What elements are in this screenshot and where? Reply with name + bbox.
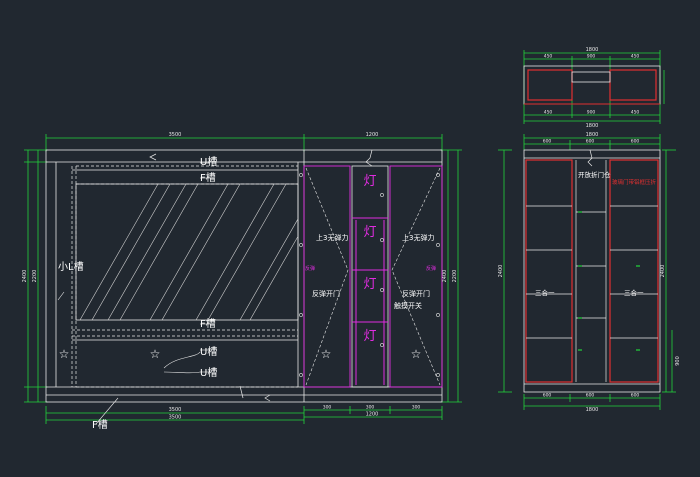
front-view-dashed-lines <box>71 165 298 388</box>
star-markers: ☆ ☆ ☆ ☆ <box>59 347 422 361</box>
hinge-dots <box>299 173 440 377</box>
lamp-label: 灯 <box>363 225 376 240</box>
rebound-right-label: 反弹开门 <box>402 289 430 298</box>
side-dim-left-height: 2400 <box>498 265 504 278</box>
top-view-dim-bottom: 1800 <box>586 123 599 129</box>
side-dim-bottom-sub: 600 <box>543 393 552 399</box>
touch-switch-label: 触摸开关 <box>394 301 422 310</box>
front-dim-right-inner: 2200 <box>452 270 458 283</box>
right-cabinet <box>303 165 443 388</box>
three-in-one-right-label: 三合一 <box>624 288 644 297</box>
side-dim-right-sub-height: 900 <box>675 356 681 366</box>
three-in-one-left-label: 三合一 <box>535 288 555 297</box>
side-dim-bottom: 1800 <box>586 407 599 413</box>
side-rebound-left-label: 反弹 <box>305 265 315 272</box>
top-view-dim-top-sub: 450 <box>544 54 553 60</box>
star-icon: ☆ <box>411 347 422 361</box>
side-view-outline <box>523 149 661 393</box>
side-dim-top-sub: 600 <box>586 139 595 145</box>
u-slot-mid-label: U槽 <box>200 345 217 358</box>
front-dim-left-inner: 2200 <box>32 270 38 283</box>
side-view-dimensions <box>498 134 676 410</box>
small-l-slot-label: 小L槽 <box>58 260 84 273</box>
side-view: 1800 600 600 600 2400 2400 900 600 600 6… <box>498 132 681 413</box>
top-view-dim-top: 1800 <box>586 47 599 53</box>
top-view-dim-bottom-sub: 450 <box>631 110 640 116</box>
no-spring-left-label: 上3无弹力 <box>316 233 348 242</box>
rebound-left-label: 反弹开门 <box>312 289 340 298</box>
glass-cabinet-label: 玻璃门带铝框压折 <box>612 178 657 186</box>
front-view-arrows <box>149 149 373 402</box>
front-dim-bottom-right-sub: 300 <box>323 405 332 411</box>
f-slot-top-label: F槽 <box>200 171 216 184</box>
star-icon: ☆ <box>59 347 70 361</box>
side-dim-bottom-sub: 600 <box>631 393 640 399</box>
front-dim-bottom-right-sub: 300 <box>412 405 421 411</box>
front-dim-top-right: 1200 <box>366 132 379 138</box>
side-rebound-right-label: 反弹 <box>426 265 436 272</box>
mirror-hatch <box>79 184 298 320</box>
f-slot-bottom-label: F槽 <box>92 418 108 431</box>
front-dim-bottom-right-sub: 300 <box>366 405 375 411</box>
top-view-dim-bottom-sub: 900 <box>587 110 596 116</box>
star-icon: ☆ <box>321 347 332 361</box>
lamp-label: 灯 <box>363 174 376 189</box>
u-slot-low-label: U槽 <box>200 366 217 379</box>
lamp-label: 灯 <box>363 329 376 344</box>
front-dim-left-outer: 2400 <box>22 270 28 283</box>
front-view-dimensions <box>24 134 462 424</box>
top-view: 1800 450 900 450 450 900 450 1800 <box>523 47 665 129</box>
side-dim-top-sub: 600 <box>543 139 552 145</box>
front-view: ☆ ☆ ☆ ☆ 3500 1200 2400 2200 2400 2200 35… <box>22 132 462 431</box>
side-dim-right-height: 2400 <box>660 265 666 278</box>
side-dim-top-sub: 600 <box>631 139 640 145</box>
leader-lines <box>57 162 210 425</box>
side-dim-bottom-sub: 600 <box>586 393 595 399</box>
f-slot-mid-label: F槽 <box>200 317 216 330</box>
top-view-dim-top-sub: 900 <box>587 54 596 60</box>
u-slot-top-label: U槽 <box>200 155 217 168</box>
front-dim-bottom-right-total: 1200 <box>366 412 379 418</box>
lamp-label: 灯 <box>363 277 376 292</box>
side-dim-top: 1800 <box>586 132 599 138</box>
top-view-dim-top-sub: 450 <box>631 54 640 60</box>
front-dim-right-outer: 2400 <box>442 270 448 283</box>
open-door-label: 开放折门仓 <box>578 170 611 179</box>
top-view-outline <box>523 65 661 105</box>
top-view-dim-bottom-sub: 450 <box>544 110 553 116</box>
no-spring-right-label: 上3无弹力 <box>402 233 434 242</box>
front-dim-top-left: 3500 <box>169 132 182 138</box>
front-dim-bottom-left: 3500 <box>169 407 182 413</box>
front-dim-bottom-left-total: 3500 <box>169 415 182 421</box>
star-icon: ☆ <box>150 347 161 361</box>
